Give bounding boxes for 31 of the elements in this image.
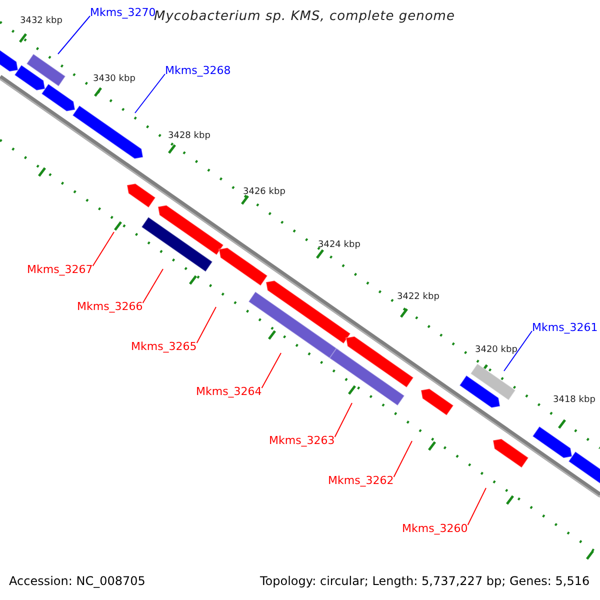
footer-text: Accession: NC_008705 <box>9 574 146 588</box>
gene-label: Mkms_3260 <box>402 522 468 535</box>
position-label: 3420 kbp <box>475 345 518 355</box>
position-label: 3424 kbp <box>318 240 360 250</box>
position-label: 3418 kbp <box>553 395 596 405</box>
gene-label: Mkms_3261 <box>532 321 598 334</box>
gene-label: Mkms_3270 <box>90 6 156 19</box>
gene-label: Mkms_3267 <box>27 263 93 276</box>
gene-label: Mkms_3263 <box>269 434 335 447</box>
gene-label: Mkms_3264 <box>196 385 262 398</box>
leader-line <box>134 74 166 114</box>
leader-line <box>196 306 216 344</box>
footer-text: Topology: circular; Length: 5,737,227 bp; Genes: 5,516 <box>260 574 590 588</box>
position-label: 3430 kbp <box>93 74 136 84</box>
gene-label: Mkms_3262 <box>328 474 394 487</box>
gene-label: Mkms_3266 <box>77 300 143 313</box>
leader-line <box>142 268 164 304</box>
gene-label: Mkms_3265 <box>131 340 197 353</box>
leader-line <box>467 488 486 526</box>
leader-line <box>58 16 90 54</box>
leader-line <box>504 330 532 372</box>
position-label: 3432 kbp <box>20 16 62 26</box>
position-label: 3422 kbp <box>397 292 440 302</box>
leader-line <box>393 440 412 478</box>
leader-line <box>92 232 114 266</box>
diagram-title: Mycobacterium sp. KMS, complete genome <box>154 9 455 24</box>
gene-label: Mkms_3268 <box>165 64 231 77</box>
leader-line <box>334 402 352 438</box>
leader-line <box>261 352 282 388</box>
position-label: 3428 kbp <box>168 131 210 141</box>
position-label: 3426 kbp <box>243 187 286 197</box>
